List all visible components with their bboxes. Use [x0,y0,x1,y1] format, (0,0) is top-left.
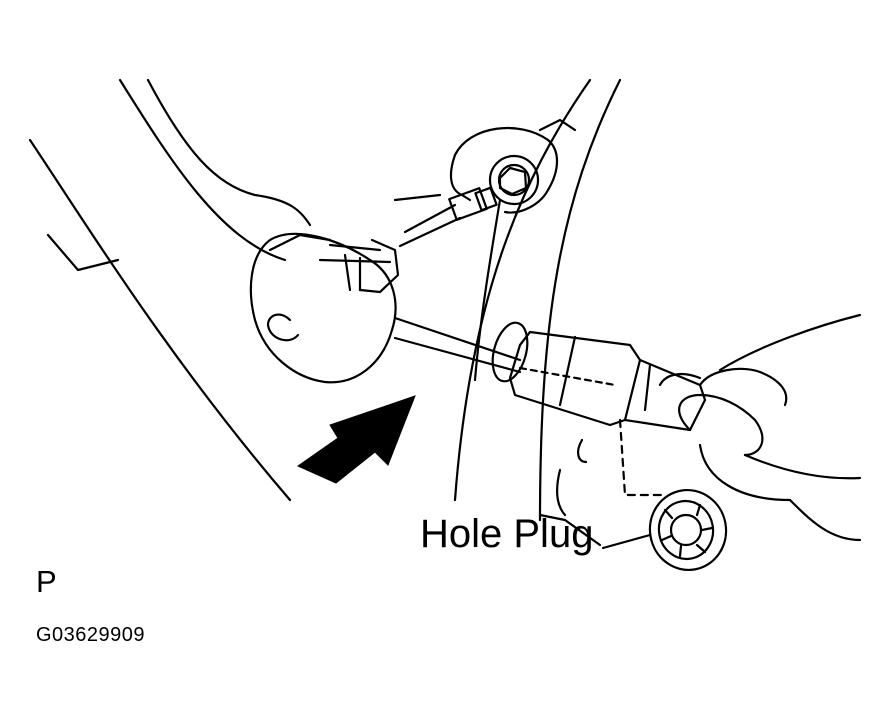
door-trim-panel [28,78,332,502]
wire-connector [393,186,498,248]
grip-tool [249,232,400,384]
hole-plug [648,488,728,572]
door-check-bracket [449,118,577,214]
panel-hole [491,321,529,383]
view-letter: P [36,564,57,599]
label-leader [601,533,652,550]
hand [658,313,862,542]
socket-wrench [508,330,707,432]
leader-dashed [618,418,667,497]
door-pillar [453,78,622,547]
arrow-up-right-icon [296,395,416,484]
tool-shaft [393,316,522,374]
hole-plug-label: Hole Plug [420,512,594,556]
figure-id: G03629909 [36,624,146,646]
